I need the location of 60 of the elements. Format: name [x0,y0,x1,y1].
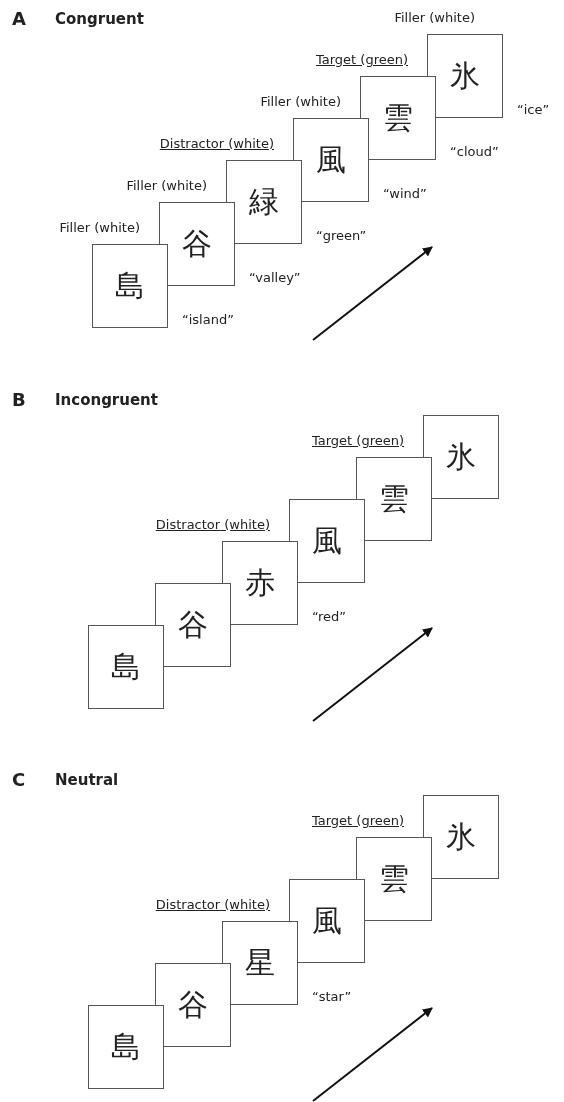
kanji-character: 風 [316,145,346,175]
stimulus-card [222,921,298,1005]
condition-label: Filler (white) [126,178,207,194]
translation-label: “green” [316,228,367,244]
stimulus-card [423,795,499,879]
kanji-character: 島 [111,1032,141,1062]
stimulus-card [155,963,231,1047]
stimulus-card [88,625,164,709]
stimulus-card [222,541,298,625]
condition-label: Target (green) [311,433,404,449]
kanji-character: 雲 [383,103,413,133]
condition-label: Filler (white) [260,94,341,110]
kanji-character: 星 [245,948,275,978]
kanji-character: 風 [312,526,342,556]
kanji-character: 谷 [178,990,208,1020]
condition-heading: Neutral [55,771,119,789]
condition-label: Target (green) [315,52,408,68]
kanji-character: 赤 [245,568,275,598]
kanji-character: 島 [115,271,145,301]
stimulus-card [289,499,365,583]
condition-label: Distractor (white) [155,517,270,533]
condition-label: Distractor (white) [155,897,270,913]
stimulus-card [423,415,499,499]
stimulus-card [293,118,369,202]
condition-label: Target (green) [311,813,404,829]
stimulus-card [356,457,432,541]
kanji-character: 谷 [178,610,208,640]
condition-label: Filler (white) [394,10,475,26]
kanji-character: 島 [111,652,141,682]
kanji-character: 緑 [249,187,279,217]
condition-label: Distractor (white) [159,136,274,152]
panel-letter: A [12,8,26,29]
stimulus-card [356,837,432,921]
translation-label: “valley” [249,270,301,286]
panel-letter: C [12,769,26,790]
kanji-character: 氷 [446,442,476,472]
translation-label: “island” [182,312,234,328]
kanji-character: 雲 [379,864,409,894]
stimulus-card [92,244,168,328]
kanji-character: 氷 [450,61,480,91]
kanji-character: 谷 [182,229,212,259]
panel-letter: B [12,389,26,410]
kanji-character: 雲 [379,484,409,514]
stimulus-card [360,76,436,160]
kanji-character: 氷 [446,822,476,852]
translation-label: “star” [312,989,352,1005]
translation-label: “cloud” [450,144,499,160]
stimulus-card [88,1005,164,1089]
stimulus-card [159,202,235,286]
stimulus-card [427,34,503,118]
stimulus-card [226,160,302,244]
stimulus-card [289,879,365,963]
kanji-character: 風 [312,906,342,936]
translation-label: “red” [312,609,347,625]
stimulus-card [155,583,231,667]
translation-label: “wind” [383,186,427,202]
condition-label: Filler (white) [59,220,140,236]
translation-label: “ice” [517,102,550,118]
condition-heading: Incongruent [55,391,158,409]
condition-heading: Congruent [55,10,144,28]
